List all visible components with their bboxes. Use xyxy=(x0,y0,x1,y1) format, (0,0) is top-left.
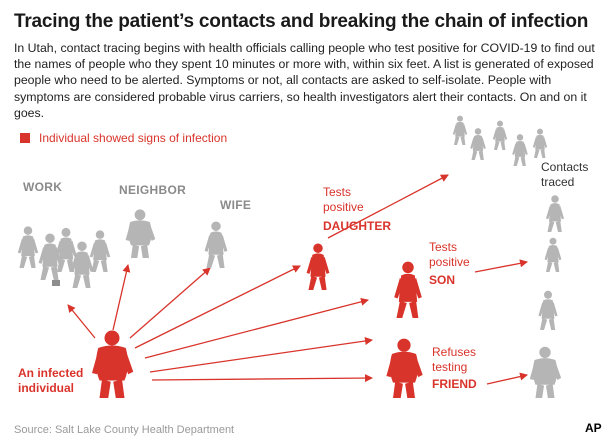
infected-individual xyxy=(92,330,134,398)
label-wife: WIFE xyxy=(220,198,252,212)
friend-figure xyxy=(386,338,423,398)
arrow-friend-contacts xyxy=(486,372,528,385)
son-figure xyxy=(394,261,422,318)
neighbor-contact xyxy=(125,209,156,258)
ap-credit: AP xyxy=(585,421,602,435)
arrow-to-friend-1 xyxy=(149,337,373,373)
daughter-status-line2: positive xyxy=(323,200,364,214)
son-traced-contacts xyxy=(544,195,564,272)
legend-label: Individual showed signs of infection xyxy=(39,131,228,145)
daughter-status-line1: Tests xyxy=(323,185,352,199)
legend: Individual showed signs of infection xyxy=(20,131,227,145)
label-infected-individual: An infected individual xyxy=(18,366,83,396)
arrow-to-work xyxy=(67,304,96,339)
arrow-son-contacts xyxy=(474,259,528,273)
friend-traced-contacts xyxy=(529,290,562,398)
label-friend-status: Refuses testing xyxy=(432,345,476,375)
work-contacts xyxy=(17,226,111,288)
son-status-line2: positive xyxy=(429,255,470,269)
intro-text: In Utah, contact tracing begins with hea… xyxy=(14,41,595,120)
arrow-to-wife xyxy=(129,267,211,339)
label-son: SON xyxy=(429,273,456,287)
friend-status-line2: testing xyxy=(432,360,468,374)
label-work: WORK xyxy=(23,180,63,194)
daughter-figure xyxy=(306,243,330,290)
wife-contact xyxy=(204,221,228,268)
arrow-daughter-contacts xyxy=(327,174,449,239)
label-neighbor: NEIGHBOR xyxy=(119,183,187,197)
source-note: Source: Salt Lake County Health Departme… xyxy=(14,424,235,436)
son-status-line1: Tests xyxy=(429,240,458,254)
label-infected-line2: individual xyxy=(18,381,75,395)
label-daughter-status: Tests positive xyxy=(323,185,364,215)
label-friend: FRIEND xyxy=(432,377,477,391)
label-daughter: DAUGHTER xyxy=(323,219,391,233)
label-son-status: Tests positive xyxy=(429,240,470,270)
legend-swatch xyxy=(20,133,30,143)
graphic-title: Tracing the patient’s contacts and break… xyxy=(14,11,589,32)
arrow-to-neighbor xyxy=(112,264,131,331)
daughter-traced-contacts xyxy=(452,115,548,166)
label-contacts-line1: Contacts xyxy=(541,160,589,174)
infected-figures xyxy=(92,243,423,398)
label-contacts-line2: traced xyxy=(541,175,575,189)
arrow-to-friend-2 xyxy=(151,374,373,383)
label-contacts-traced: Contacts traced xyxy=(541,160,588,190)
friend-status-line1: Refuses xyxy=(432,345,477,359)
arrow-to-daughter xyxy=(134,265,301,349)
label-infected-line1: An infected xyxy=(18,366,84,380)
transmission-arrows xyxy=(67,174,528,385)
arrow-to-son xyxy=(144,297,369,359)
